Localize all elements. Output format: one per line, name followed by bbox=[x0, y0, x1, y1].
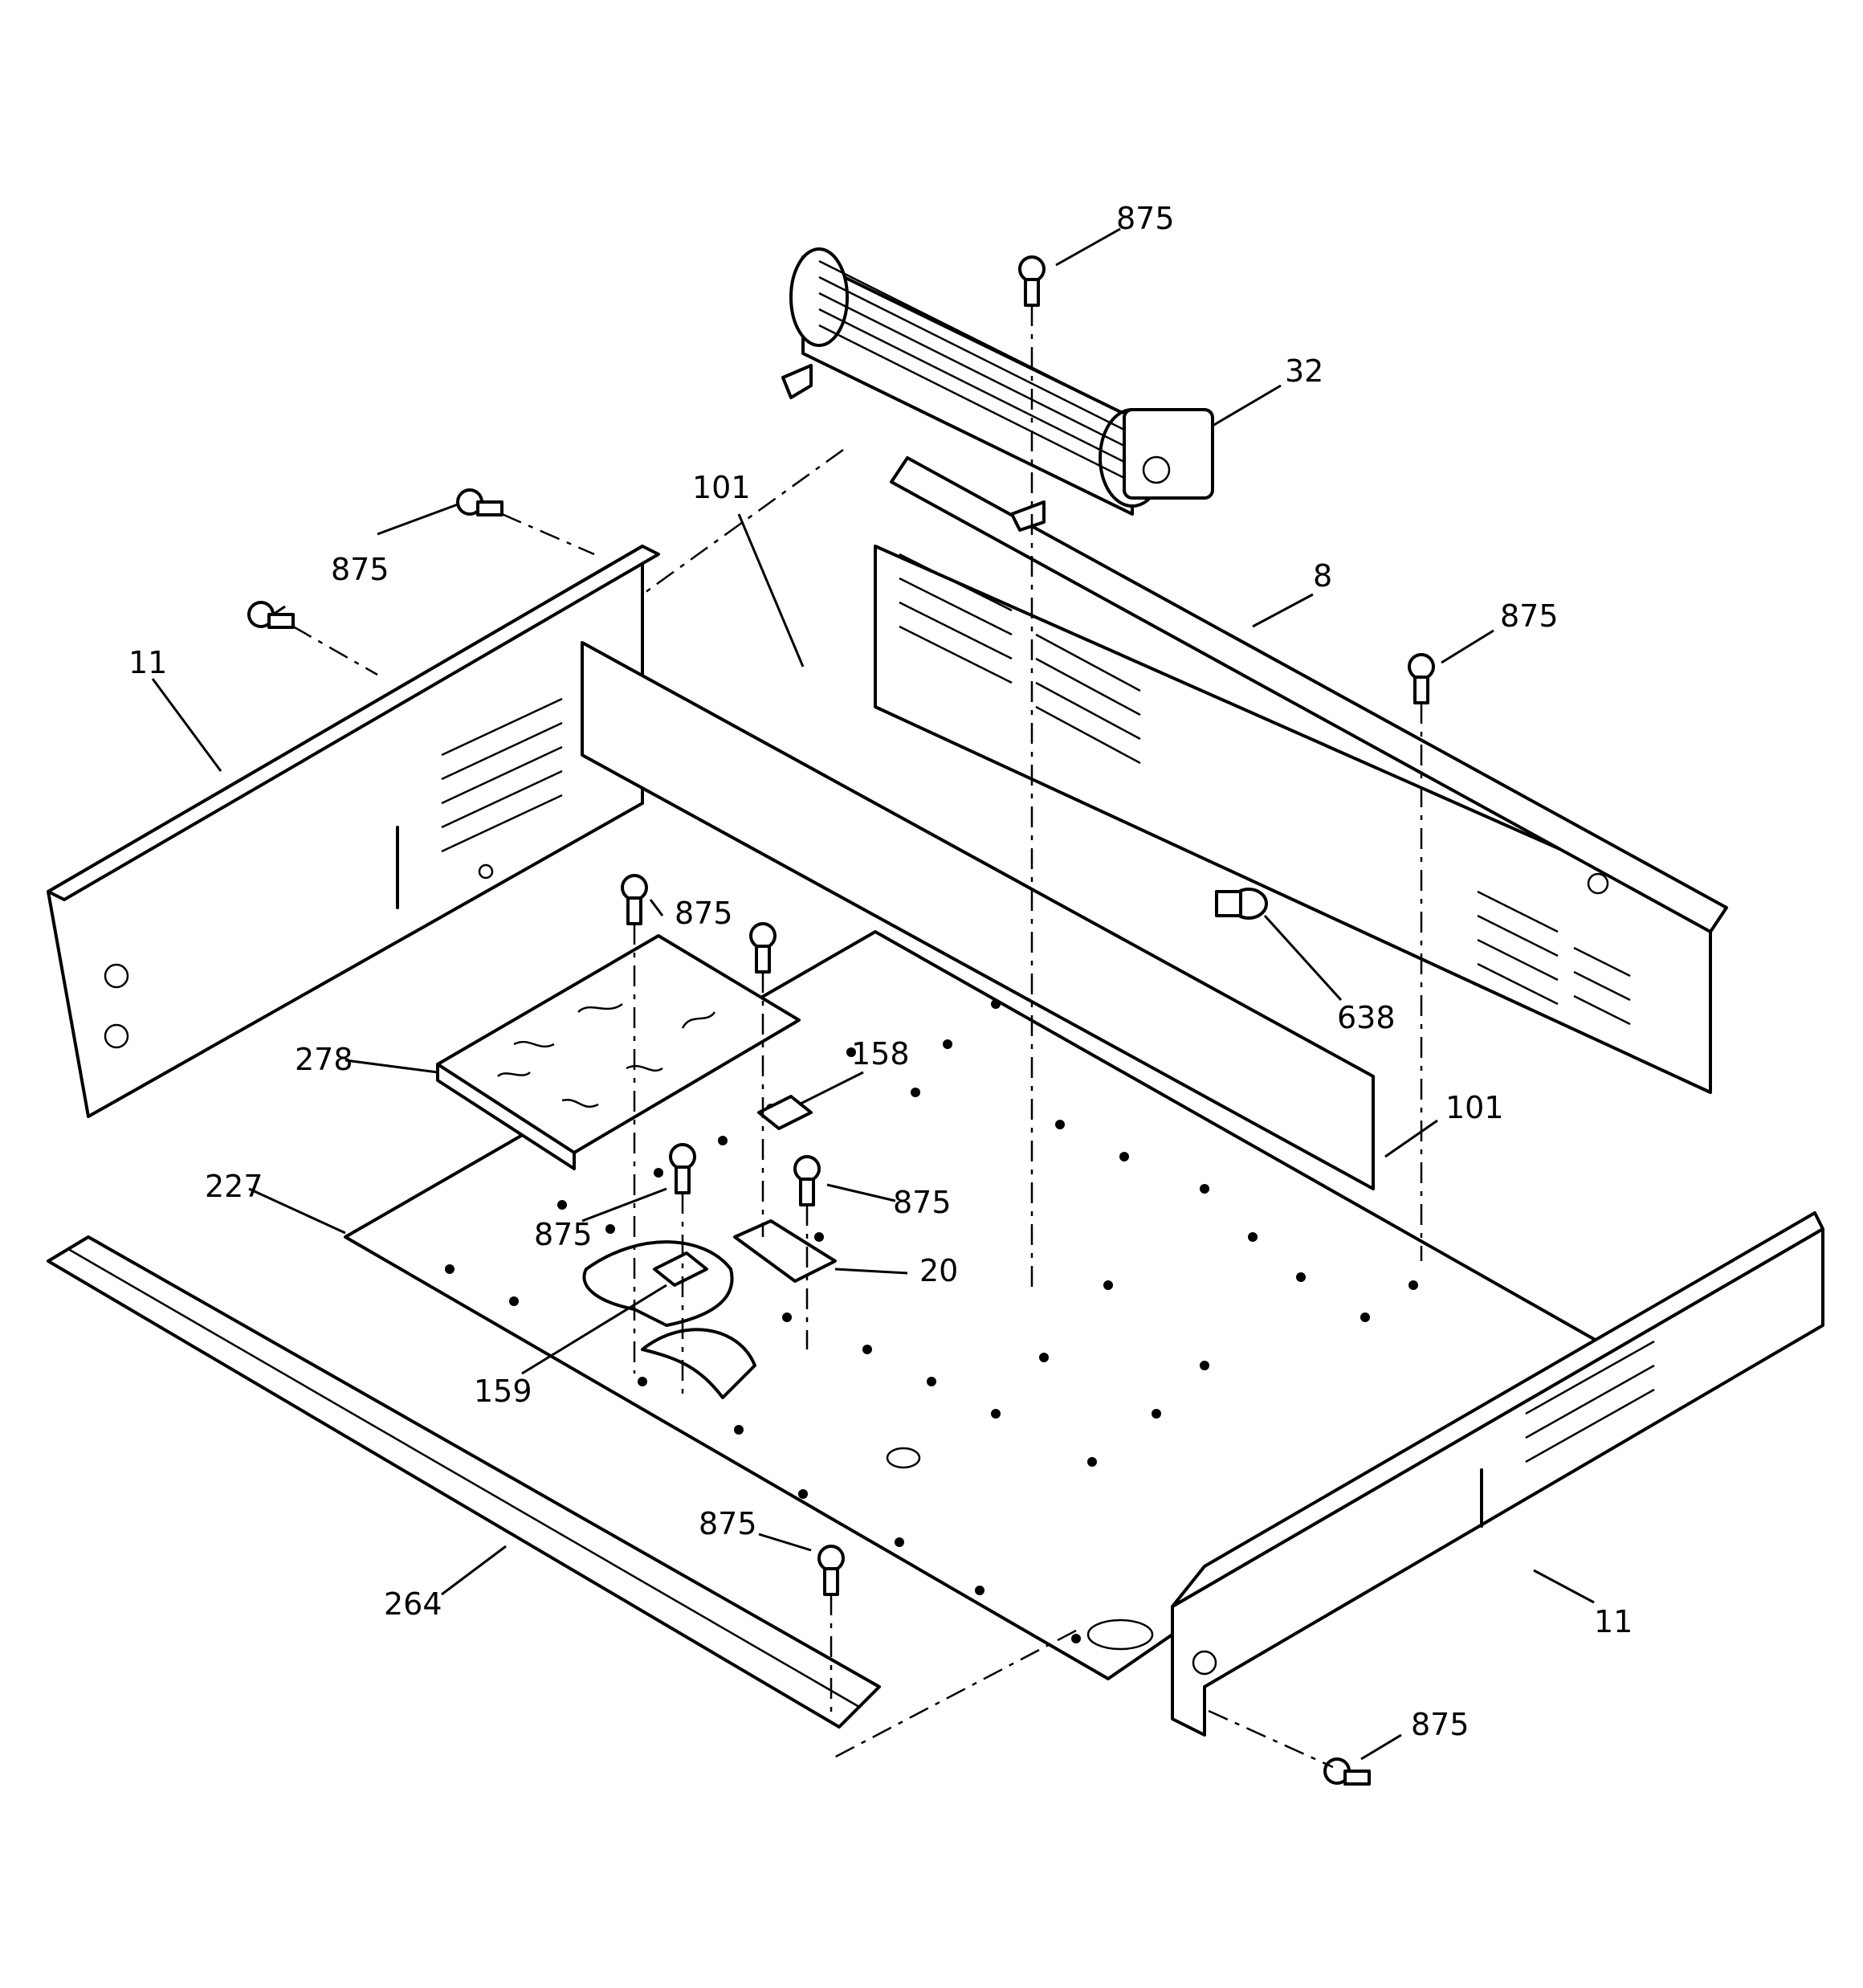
callout-8: 8 bbox=[1313, 558, 1332, 594]
callout-638: 638 bbox=[1337, 1000, 1396, 1035]
right-side-panel bbox=[1171, 1211, 1824, 1737]
callout-875: 875 bbox=[893, 1185, 952, 1220]
callout-875: 875 bbox=[699, 1506, 757, 1541]
callout-20: 20 bbox=[919, 1253, 958, 1288]
callout-159: 159 bbox=[474, 1374, 532, 1409]
base-pan-holes bbox=[445, 999, 1418, 1643]
callout-227: 227 bbox=[205, 1169, 263, 1204]
screw-icon bbox=[793, 1155, 821, 1206]
screw-icons bbox=[247, 255, 1435, 1786]
leader-lines bbox=[151, 227, 1595, 1761]
screw-icon bbox=[247, 601, 295, 629]
callout-875: 875 bbox=[534, 1217, 593, 1252]
blower-wheel-lines bbox=[818, 259, 1133, 484]
left-side-panel bbox=[47, 545, 660, 1118]
callouts: 875 32 101 875 8 875 11 875 638 278 158 … bbox=[128, 201, 1633, 1742]
callout-875: 875 bbox=[1116, 201, 1175, 236]
screw-icon bbox=[1408, 653, 1435, 704]
front-rail bbox=[47, 1235, 881, 1729]
right-panel-louvers bbox=[1525, 1340, 1655, 1463]
plug-638 bbox=[1215, 888, 1268, 920]
screw-icon bbox=[1018, 255, 1046, 307]
screw-icon bbox=[456, 488, 503, 516]
callout-264: 264 bbox=[384, 1586, 442, 1622]
screw-icon bbox=[817, 1545, 845, 1596]
rear-panel bbox=[874, 456, 1728, 1094]
callout-32: 32 bbox=[1285, 353, 1323, 389]
callout-11: 11 bbox=[128, 645, 167, 680]
callout-158: 158 bbox=[851, 1036, 910, 1072]
callout-278: 278 bbox=[295, 1042, 353, 1077]
screw-icon bbox=[749, 922, 777, 974]
callout-875: 875 bbox=[1411, 1707, 1470, 1742]
screw-icon bbox=[669, 1143, 696, 1194]
screw-icon bbox=[621, 874, 648, 925]
screw-icon bbox=[1323, 1757, 1371, 1786]
left-panel-louvers bbox=[441, 697, 563, 853]
callout-875: 875 bbox=[675, 896, 733, 931]
thermostat-158 bbox=[757, 1095, 813, 1130]
bracket-20 bbox=[733, 1219, 837, 1283]
callout-101: 101 bbox=[692, 470, 751, 505]
callout-101: 101 bbox=[1445, 1090, 1504, 1125]
alignment-lines bbox=[292, 305, 1423, 1769]
callout-875: 875 bbox=[1500, 598, 1559, 634]
callout-11: 11 bbox=[1594, 1604, 1633, 1639]
thermostat-159 bbox=[653, 1251, 708, 1287]
callout-875: 875 bbox=[331, 552, 389, 587]
blower-assembly bbox=[781, 247, 1214, 532]
front-baffle bbox=[581, 641, 1375, 1190]
rear-panel-louvers bbox=[899, 553, 1631, 1026]
insulation-pad bbox=[436, 934, 801, 1170]
